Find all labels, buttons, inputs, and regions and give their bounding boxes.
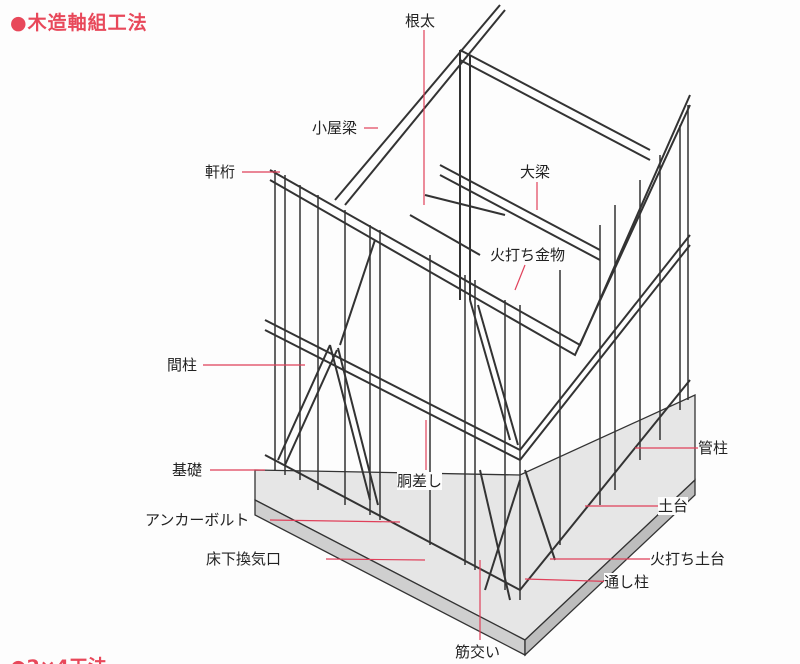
next-section-title: ●2×4工法 xyxy=(10,652,107,664)
beams xyxy=(264,4,691,461)
label-underfloor-vent: 床下換気口 xyxy=(206,550,282,568)
label-roof-beam: 小屋梁 xyxy=(312,119,358,137)
label-anchor-bolt: アンカーボルト xyxy=(145,511,250,529)
label-hiuchi-sill: 火打ち土台 xyxy=(650,550,726,568)
label-joist: 根太 xyxy=(405,12,436,30)
label-eave-girder: 軒桁 xyxy=(205,163,236,181)
label-stud: 間柱 xyxy=(167,356,198,374)
label-sill: 土台 xyxy=(658,497,689,515)
front-wall-posts xyxy=(274,170,521,600)
label-floor-girder: 胴差し xyxy=(397,472,443,490)
label-through-post: 通し柱 xyxy=(604,573,650,591)
braces xyxy=(277,239,556,601)
label-post: 管柱 xyxy=(698,439,729,457)
label-brace: 筋交い xyxy=(455,643,501,661)
side-wall-posts xyxy=(559,105,689,545)
diagram-title: ●木造軸組工法 xyxy=(10,12,148,34)
label-hiuchi-hardware: 火打ち金物 xyxy=(490,246,566,264)
label-main-beam: 大梁 xyxy=(520,163,551,181)
label-foundation: 基礎 xyxy=(172,461,203,479)
